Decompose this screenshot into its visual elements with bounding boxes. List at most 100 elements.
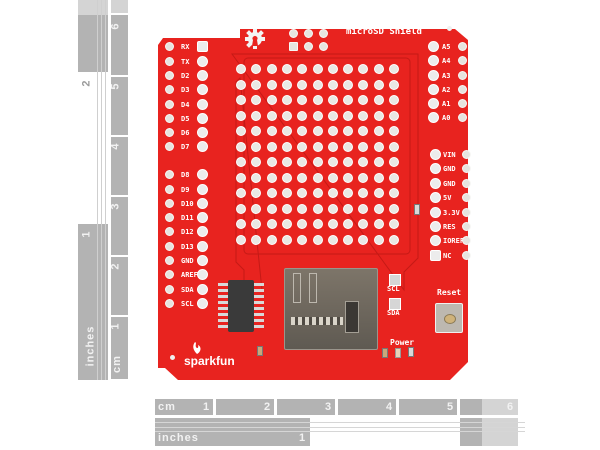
header-pin-pad: [428, 84, 439, 95]
left-ruler-cm-seg-1: [111, 317, 128, 379]
scl-pad-label: SCL: [387, 285, 400, 293]
proto-hole: [281, 157, 292, 167]
pin-label: A1: [442, 100, 451, 108]
proto-hole: [297, 110, 308, 121]
chip-leg: [254, 295, 264, 298]
header-pin-pad: [197, 226, 208, 237]
header-hole: [165, 128, 174, 137]
header-hole: [458, 71, 467, 80]
proto-hole: [297, 126, 308, 136]
pin-label: D2: [181, 72, 190, 80]
proto-hole: [281, 64, 292, 74]
pin-label: RX: [181, 43, 190, 51]
resistor: [414, 204, 420, 215]
header-pin-pad: [197, 113, 208, 124]
pin-label: D12: [181, 228, 194, 236]
proto-hole: [343, 188, 354, 198]
header-pin-pad: [197, 184, 208, 195]
proto-hole: [251, 79, 262, 90]
bottom-ruler-cm-label: cm: [158, 401, 176, 413]
left-ruler-cm-seg-4: [111, 137, 128, 195]
proto-hole: [312, 188, 323, 198]
proto-hole: [236, 79, 246, 90]
header-pin-pad: [430, 207, 441, 218]
proto-hole: [373, 126, 384, 136]
header-hole: [462, 150, 471, 159]
pin-label: A4: [442, 57, 451, 65]
bottom-ruler-inch-seg-2a: [460, 418, 482, 446]
proto-hole: [373, 234, 384, 245]
proto-hole: [266, 141, 277, 152]
proto-hole: [236, 172, 246, 183]
proto-hole: [327, 219, 338, 229]
proto-hole: [327, 157, 338, 167]
pin-label: SCL: [181, 300, 194, 308]
header-hole: [462, 251, 471, 260]
proto-hole: [251, 64, 262, 74]
chip-leg: [254, 319, 264, 322]
proto-hole: [389, 141, 399, 152]
header-pin-pad: [428, 98, 439, 109]
proto-hole: [389, 157, 399, 167]
proto-hole: [358, 141, 369, 152]
proto-hole: [281, 110, 292, 121]
pin-label: AREF: [181, 271, 198, 279]
header-pin-pad: [197, 127, 208, 138]
chip-leg: [254, 289, 264, 292]
bottom-ruler-cm-tick: 3: [325, 401, 333, 413]
chip-leg: [218, 319, 228, 322]
bottom-ruler-cm-tick: 5: [447, 401, 455, 413]
proto-hole: [327, 188, 338, 198]
proto-hole: [358, 79, 369, 90]
chip-leg: [218, 313, 228, 316]
proto-hole: [358, 188, 369, 198]
pin-label: 3.3V: [443, 209, 460, 217]
proto-hole: [297, 141, 308, 152]
proto-hole: [358, 95, 369, 105]
proto-hole: [312, 110, 323, 121]
proto-hole: [236, 126, 246, 136]
header-pin-pad: [430, 221, 441, 232]
proto-hole: [373, 110, 384, 121]
header-pin-pad: [430, 235, 441, 246]
bottom-ruler-inch-tick: 1: [299, 432, 307, 444]
proto-hole: [236, 203, 246, 214]
fiducial-dot: [170, 355, 175, 360]
header-hole: [165, 100, 174, 109]
proto-hole: [389, 172, 399, 183]
proto-hole: [343, 79, 354, 90]
header-hole: [458, 42, 467, 51]
proto-hole: [266, 110, 277, 121]
proto-hole: [297, 79, 308, 90]
microsd-card-slot[interactable]: [284, 268, 378, 350]
proto-hole: [327, 64, 338, 74]
pin-label: GND: [443, 180, 456, 188]
proto-hole: [251, 110, 262, 121]
proto-hole: [281, 203, 292, 214]
proto-hole: [327, 110, 338, 121]
reset-button[interactable]: [435, 303, 463, 333]
bottom-ruler-cm-seg-2: [216, 399, 274, 415]
proto-hole: [358, 126, 369, 136]
proto-hole: [236, 219, 246, 229]
proto-hole: [373, 188, 384, 198]
proto-hole: [251, 126, 262, 136]
header-pin-pad: [197, 284, 208, 295]
proto-hole: [266, 188, 277, 198]
proto-hole: [343, 234, 354, 245]
pin-label: D8: [181, 171, 190, 179]
proto-hole: [312, 234, 323, 245]
proto-hole: [297, 157, 308, 167]
bottom-ruler-cm-seg-3: [277, 399, 335, 415]
pin-label: VIN: [443, 151, 456, 159]
proto-hole: [251, 234, 262, 245]
proto-hole: [251, 188, 262, 198]
proto-hole: [373, 157, 384, 167]
proto-hole: [297, 203, 308, 214]
icsp-pad-square: [289, 42, 298, 51]
proto-hole: [266, 95, 277, 105]
proto-hole: [297, 219, 308, 229]
proto-hole: [266, 172, 277, 183]
proto-hole: [281, 219, 292, 229]
